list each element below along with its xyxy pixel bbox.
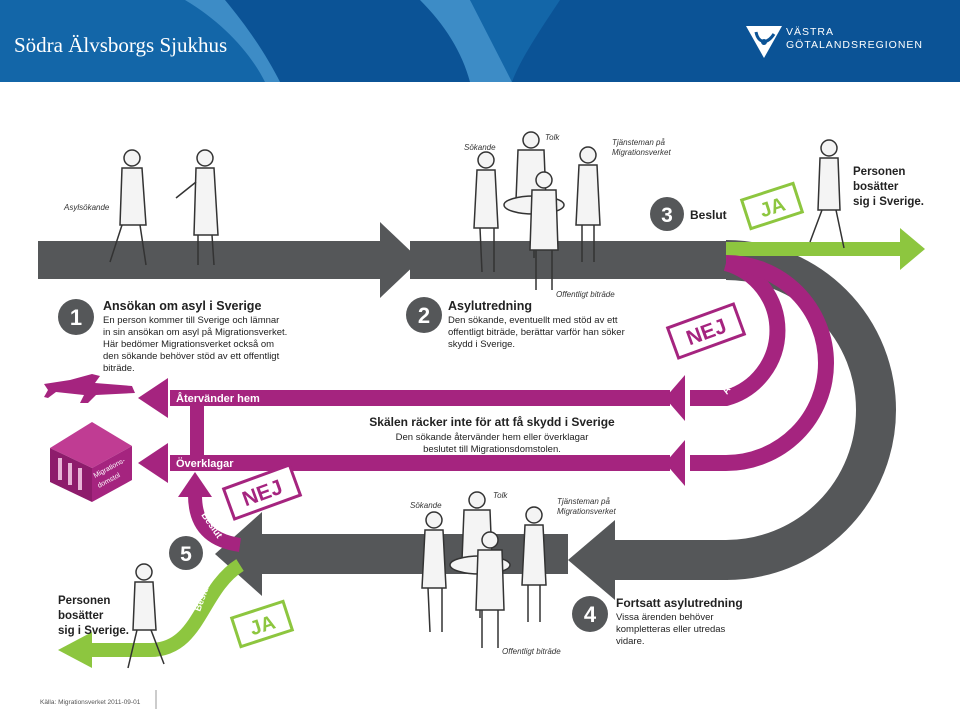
courthouse-icon: Migrations- domstol <box>50 422 132 502</box>
step4-text: Fortsatt asylutredning Vissa ärenden beh… <box>616 596 743 647</box>
tjansteman-label: Tjänsteman på <box>557 497 610 506</box>
outcome-bottom-text: Personen bosätter sig i Sverige. <box>58 595 129 637</box>
magenta-arrows <box>138 255 834 552</box>
walking-person-top <box>809 139 845 249</box>
personen-line: sig i Sverige. <box>58 625 129 637</box>
personen-line: sig i Sverige. <box>853 196 924 208</box>
tjansteman-label: Migrationsverket <box>612 148 671 157</box>
tjansteman-label: Migrationsverket <box>557 507 616 516</box>
step-circle-2: 2 <box>406 297 442 333</box>
step-circle-4: 4 <box>572 596 608 632</box>
sokande-label: Sökande <box>464 143 496 152</box>
region-logo: VÄSTRA GÖTALANDSREGIONEN <box>744 22 934 62</box>
tolk-label: Tolk <box>493 491 508 500</box>
outcome-top-text: Personen bosätter sig i Sverige. <box>853 166 924 208</box>
tjansteman-label: Tjänsteman på <box>612 138 665 147</box>
region-logo-icon <box>746 26 782 58</box>
region-name-line2: GÖTALANDSREGIONEN <box>786 39 923 51</box>
meeting-figures-bottom <box>421 491 547 648</box>
step1-line: in sin ansökan om asyl på Migrationsverk… <box>103 327 287 338</box>
officer-figure <box>175 149 219 266</box>
step1-line: Här bedömer Migrationsverket också om <box>103 339 274 350</box>
step1-line: biträde. <box>103 363 135 374</box>
step3-number: 3 <box>661 204 673 227</box>
sokande-label: Sökande <box>410 501 442 510</box>
personen-line: bosätter <box>58 610 104 622</box>
skalen-line: Den sökande återvänder hem eller överkla… <box>396 432 589 443</box>
step2-line: offentligt biträde, berättar varför han … <box>448 327 625 338</box>
offentligt-bitrade-label: Offentligt biträde <box>502 647 561 656</box>
personen-line: Personen <box>853 166 905 178</box>
step1-title: Ansökan om asyl i Sverige <box>103 299 261 313</box>
tolk-label: Tolk <box>545 133 560 142</box>
skalen-title: Skälen räcker inte för att få skydd i Sv… <box>369 415 615 429</box>
step2-number: 2 <box>418 303 430 328</box>
ja-stamp-bottom: JA <box>229 599 295 649</box>
nej-stamp-bottom: NEJ <box>221 463 303 521</box>
step4-line: kompletteras eller utredas <box>616 624 726 635</box>
asylum-process-diagram: 1 2 3 4 5 Ansökan om asyl i Sverige En p… <box>38 131 925 709</box>
green-arrow-top <box>726 228 925 270</box>
step1-line: den sökande behöver stöd av ett offentli… <box>103 351 280 362</box>
step4-line: vidare. <box>616 636 645 647</box>
personen-line: Personen <box>58 595 110 607</box>
step2-line: skydd i Sverige. <box>448 339 515 350</box>
asylsokande-label: Asylsökande <box>63 203 110 212</box>
step4-number: 4 <box>584 602 597 627</box>
source-note: Källa: Migrationsverket 2011-09-01 <box>40 699 141 706</box>
step1-line: En person kommer till Sverige och lämnar <box>103 315 279 326</box>
nej-stamp-top: NEJ <box>665 302 747 360</box>
overklagar-label: Överklagar <box>176 457 234 470</box>
skalen-line: beslutet till Migrationsdomstolen. <box>423 444 561 455</box>
step-circle-1: 1 <box>58 299 94 335</box>
step2-line: Den sökande, eventuellt med stöd av ett <box>448 315 618 326</box>
airplane-icon <box>44 374 135 403</box>
step2-text: Asylutredning Den sökande, eventuellt me… <box>448 299 625 350</box>
region-name-line1: VÄSTRA <box>786 26 835 38</box>
asylum-seeker-figure <box>109 149 147 266</box>
ja-stamp-top: JA <box>739 181 805 231</box>
step1-text: Ansökan om asyl i Sverige En person komm… <box>103 299 287 374</box>
atervander-hem-label: Återvänder hem <box>176 392 260 405</box>
step5-number: 5 <box>180 543 192 566</box>
step1-number: 1 <box>70 305 82 330</box>
step-circle-5: 5 <box>169 536 203 570</box>
walking-person-bottom <box>127 563 165 669</box>
header-banner: Södra Älvsborgs Sjukhus VÄSTRA GÖTALANDS… <box>0 0 960 82</box>
skalen-text: Skälen räcker inte för att få skydd i Sv… <box>369 415 615 455</box>
header-background <box>0 0 960 82</box>
step4-title: Fortsatt asylutredning <box>616 596 743 610</box>
hospital-name: Södra Älvsborgs Sjukhus <box>14 33 228 57</box>
step4-line: Vissa ärenden behöver <box>616 612 714 623</box>
meeting-figures-top <box>473 131 601 290</box>
personen-line: bosätter <box>853 181 899 193</box>
step2-title: Asylutredning <box>448 299 532 313</box>
offentligt-bitrade-label: Offentligt biträde <box>556 290 615 299</box>
main-gray-arrow <box>38 222 896 600</box>
step3-title: Beslut <box>690 208 727 222</box>
green-arrow-bottom <box>58 559 245 668</box>
step-circle-3: 3 <box>650 197 684 231</box>
